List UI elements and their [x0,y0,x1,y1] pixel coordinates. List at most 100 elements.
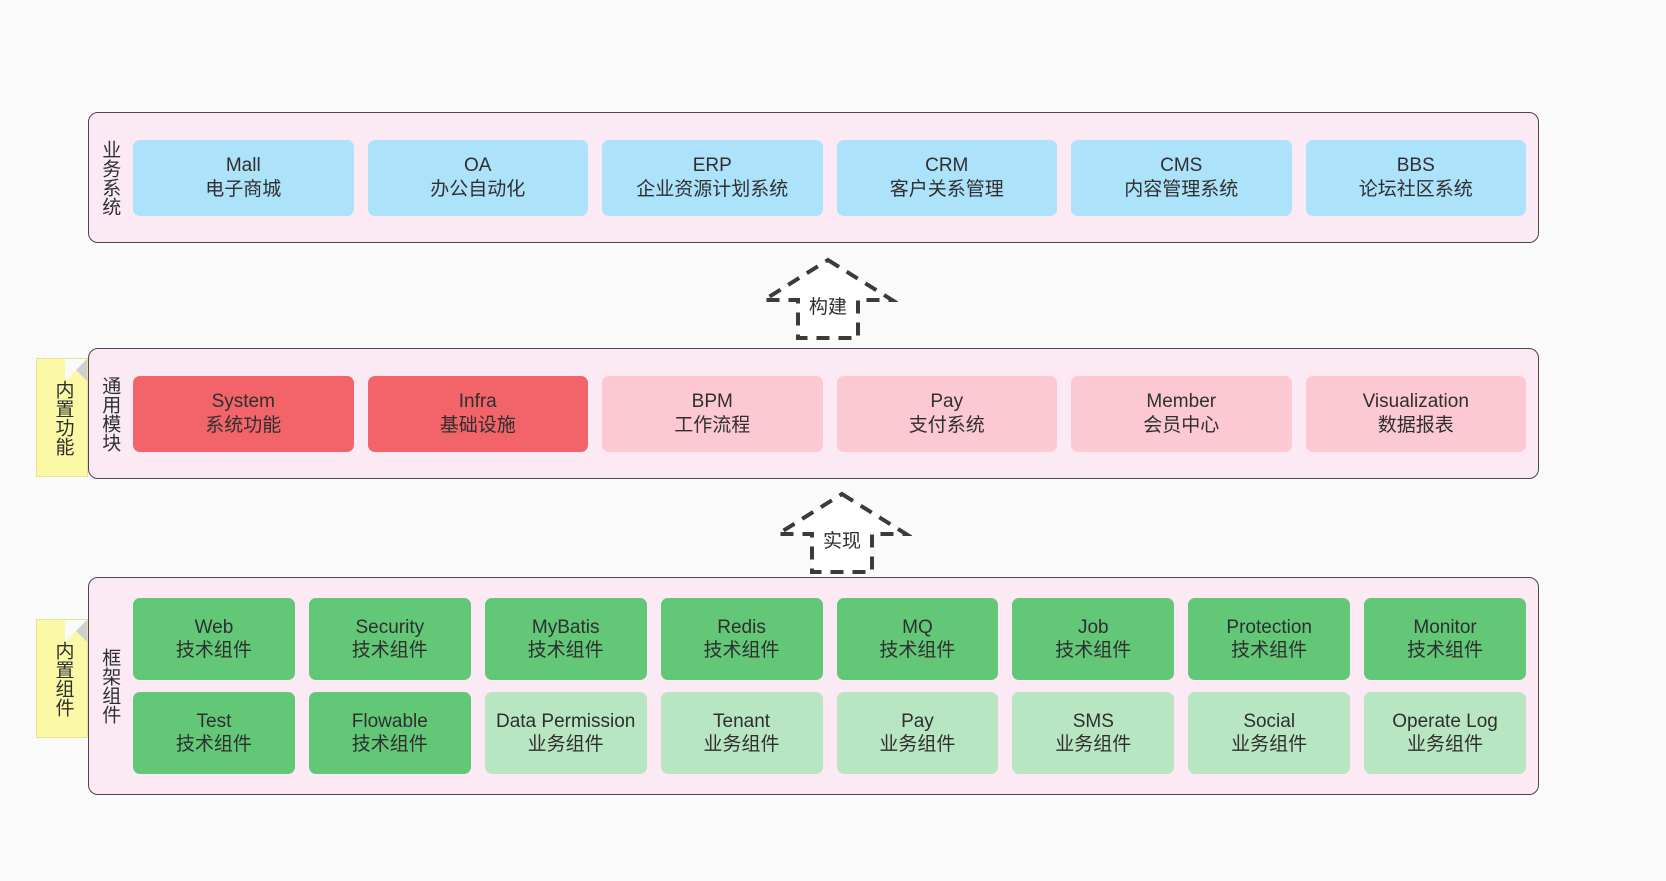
card-title: MyBatis [531,616,600,638]
card-title: Member [1146,391,1217,413]
card-subtitle: 企业资源计划系统 [636,178,789,200]
note-builtin-function: 内置功能 [36,358,88,477]
card-subtitle: 技术组件 [175,734,252,755]
card-subtitle: 技术组件 [879,640,956,661]
card-title: Social [1243,710,1296,732]
card-title: CMS [1160,155,1203,177]
card-subtitle: 业务组件 [879,734,956,755]
card-subtitle: 业务组件 [1407,734,1484,755]
layer-business-systems-title: 业务系统 [99,139,121,216]
card-title: Tenant [713,710,771,732]
layer-framework-components-title: 框架组件 [99,648,121,724]
note-builtin-function-label: 内置功能 [52,379,74,456]
layer-common-modules-title: 通用模块 [99,375,121,452]
card-title: System [211,391,275,413]
card-subtitle: 基础设施 [439,414,516,436]
card-title: Security [355,616,425,638]
note-fold-back-icon [65,620,87,642]
card-subtitle: 内容管理系统 [1124,178,1239,200]
card-subtitle: 技术组件 [351,734,428,755]
card-title: Pay [930,391,964,413]
connector-implement-label: 实现 [822,531,861,552]
card-subtitle: 客户关系管理 [889,178,1004,200]
card-title: Pay [901,710,934,732]
card-title: Visualization [1362,391,1469,413]
card-subtitle: 电子商城 [205,178,282,200]
card-subtitle: 技术组件 [1055,640,1132,661]
card-title: ERP [692,155,732,177]
card-title: Flowable [351,710,428,732]
card-subtitle: 办公自动化 [430,178,526,200]
card-subtitle: 技术组件 [1407,640,1484,661]
card-subtitle: 会员中心 [1143,414,1220,436]
card-title: Web [194,616,234,638]
card-title: Data Permission [495,710,636,732]
card-subtitle: 支付系统 [908,414,985,436]
card-title: Infra [458,391,497,413]
card-subtitle: 技术组件 [175,640,252,661]
note-fold-back-icon [65,359,87,381]
connector-implement-arrow: 实现 [772,490,912,576]
card-title: Monitor [1413,616,1477,638]
connector-build-label: 构建 [808,297,847,318]
card-title: SMS [1072,710,1114,732]
card-subtitle: 系统功能 [205,414,282,436]
connector-build-arrow: 构建 [758,256,898,342]
card-title: CRM [925,155,969,177]
card-title: Protection [1226,616,1312,638]
card-title: BPM [691,391,733,413]
card-subtitle: 论坛社区系统 [1358,178,1473,200]
card-title: Redis [717,616,766,638]
card-subtitle: 技术组件 [351,640,428,661]
card-title: Mall [225,155,261,177]
card-subtitle: 业务组件 [1055,734,1132,755]
card-subtitle: 技术组件 [1231,640,1308,661]
card-title: BBS [1396,155,1435,177]
card-subtitle: 技术组件 [527,640,604,661]
card-title: OA [464,155,492,177]
card-subtitle: 业务组件 [703,734,780,755]
card-subtitle: 业务组件 [527,734,604,755]
card-subtitle: 数据报表 [1377,414,1454,436]
card-title: Operate Log [1392,710,1498,732]
note-builtin-component-label: 内置组件 [52,640,74,717]
card-title: Job [1077,616,1109,638]
card-title: Test [196,710,232,732]
